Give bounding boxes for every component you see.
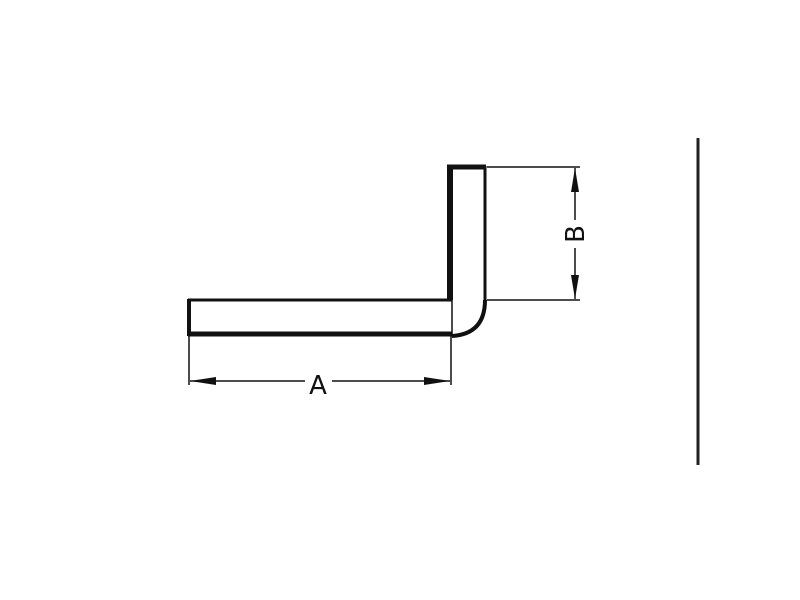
arrow-left-icon xyxy=(190,377,216,385)
dimension-a-label: A xyxy=(309,371,327,401)
bend-radius xyxy=(451,299,487,338)
arrow-right-icon xyxy=(424,377,450,385)
vertical-leg xyxy=(447,164,487,300)
dimension-b-label: B xyxy=(561,225,591,243)
arrow-up-icon xyxy=(571,168,579,192)
arrow-down-icon xyxy=(571,275,579,299)
dimension-b: B xyxy=(487,166,591,301)
horizontal-leg xyxy=(187,298,452,337)
dimension-a: A xyxy=(188,336,452,401)
